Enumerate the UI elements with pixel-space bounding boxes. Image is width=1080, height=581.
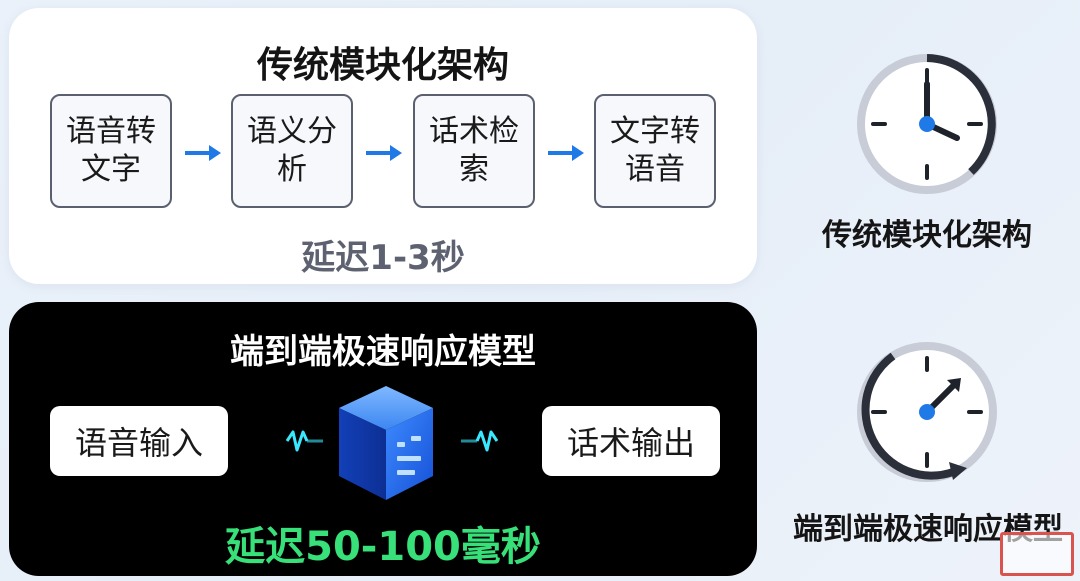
script-output-box: 话术输出: [542, 406, 720, 476]
step-text-to-speech: 文字转语音: [594, 94, 716, 208]
traditional-latency: 延迟1-3秒: [301, 238, 465, 278]
wave-icon: [233, 430, 323, 452]
legend-traditional-label: 传统模块化架构: [822, 218, 1032, 253]
arrow-right-icon: [548, 145, 584, 161]
step-label: 文字转语音: [610, 114, 700, 187]
step-label: 话术检索: [429, 114, 519, 187]
speech-input-box: 语音输入: [50, 406, 228, 476]
step-label: 语义分析: [247, 114, 337, 187]
end-to-end-title: 端到端极速响应模型: [230, 332, 536, 372]
arrow-right-icon: [185, 145, 221, 161]
step-speech-to-text: 语音转文字: [50, 94, 172, 208]
arrow-right-icon: [366, 145, 402, 161]
clock-icon: [857, 342, 997, 482]
clock-icon: [857, 54, 997, 194]
cube-icon: [339, 386, 433, 500]
seal-stamp: [1000, 532, 1074, 576]
step-script-retrieval: 话术检索: [413, 94, 535, 208]
end-to-end-panel: 端到端极速响应模型 语音输入: [9, 302, 757, 576]
traditional-title: 传统模块化架构: [256, 45, 509, 86]
step-semantic-analysis: 语义分析: [231, 94, 353, 208]
end-to-end-latency: 延迟50-100毫秒: [225, 524, 541, 570]
step-label: 语音转文字: [66, 114, 156, 187]
wave-icon: [461, 430, 551, 452]
traditional-panel: 传统模块化架构 语音转文字 语义分析 话术检索 文字转语音 延迟1-3秒: [9, 8, 757, 284]
